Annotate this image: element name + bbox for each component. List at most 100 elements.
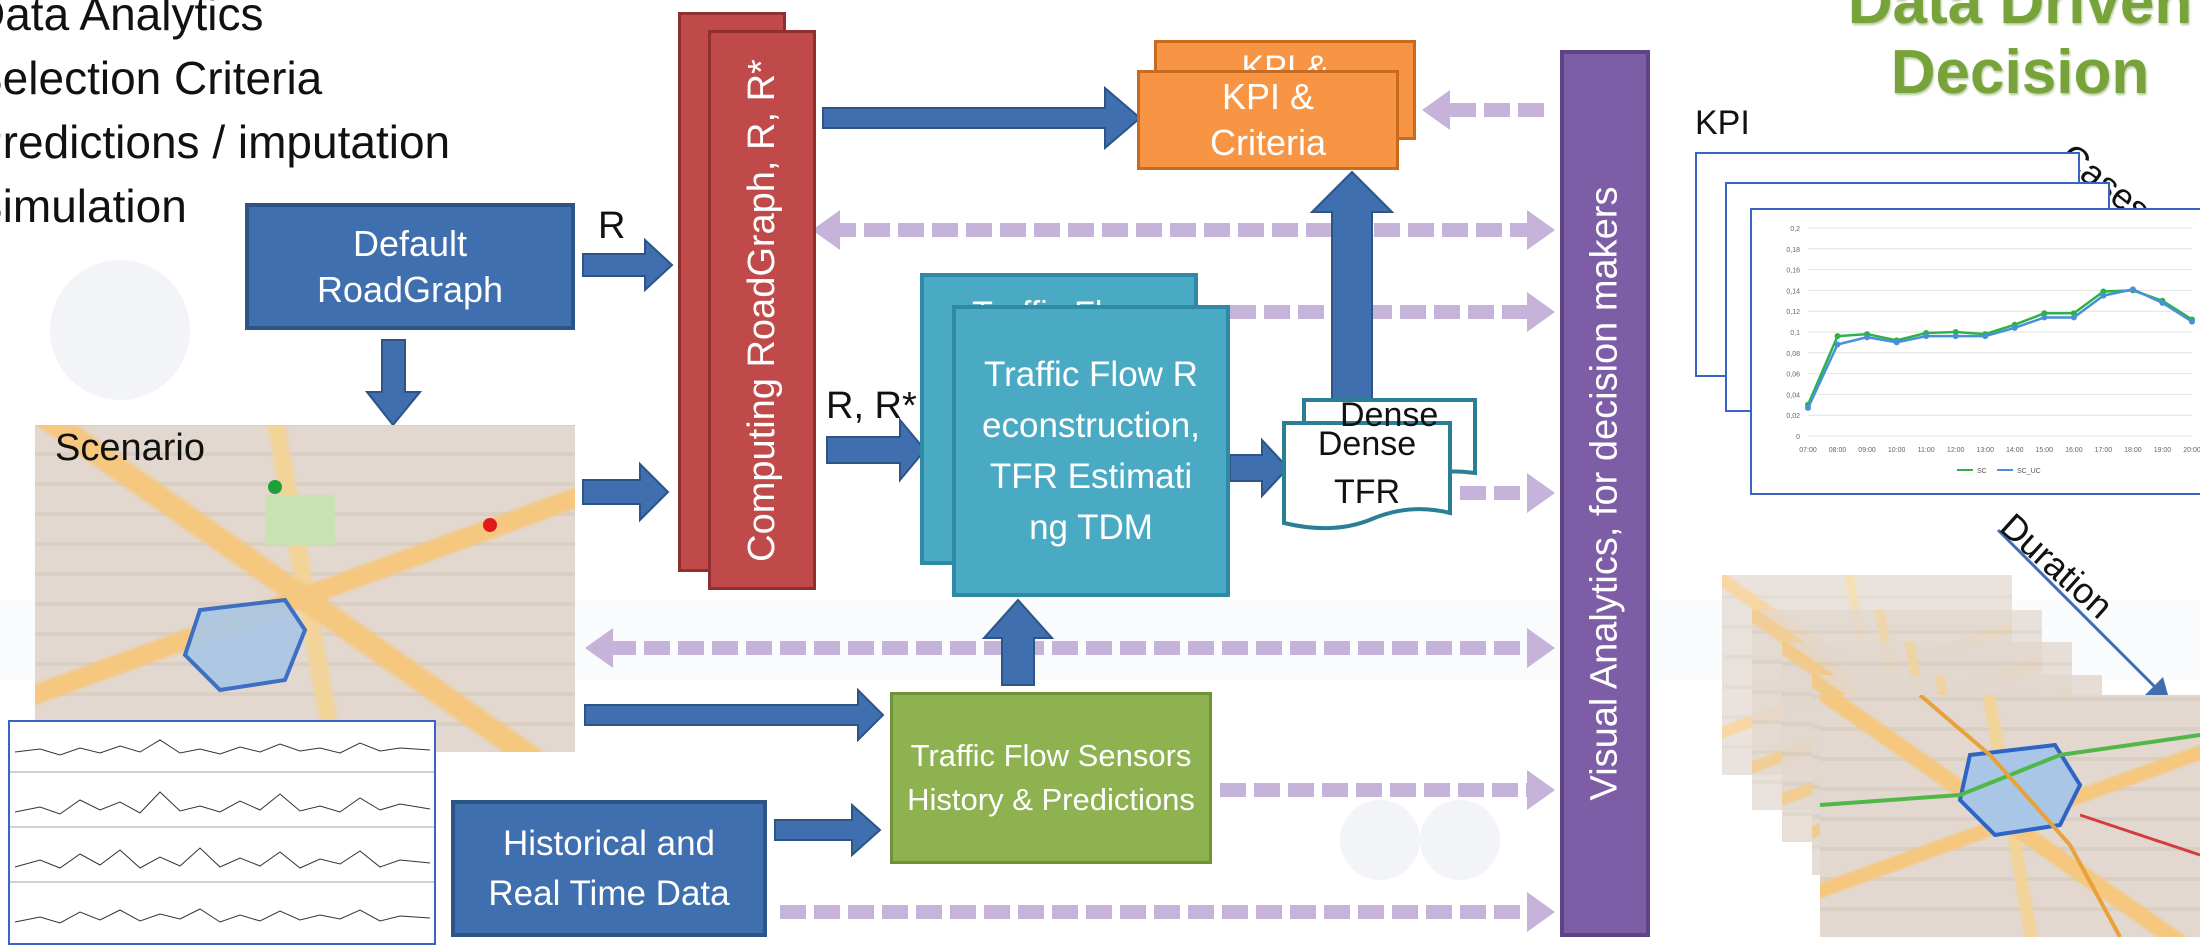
kpi-label: KPI [1695, 104, 1750, 142]
tfr-label: Traffic Flow Reconstruction, TFR Estimat… [982, 355, 1200, 547]
bullet-list: Data Analytics Selection Criteria Predic… [0, 0, 450, 238]
chart-point [2100, 288, 2107, 295]
chart-ytick-label: 0,02 [1786, 413, 1800, 420]
bullet-item: Data Analytics [0, 0, 264, 40]
chart-point [1805, 404, 1811, 411]
default-roadgraph-label: Default RoadGraph [316, 222, 504, 310]
chart-legend-label: SC_UC [2017, 468, 2041, 475]
chart-ytick-label: 0,08 [1786, 351, 1800, 358]
historical-box: Historical and Real Time Data [451, 800, 767, 937]
chart-point [2100, 292, 2107, 299]
scenario-label: Scenario [55, 427, 205, 469]
chart-point [2070, 314, 2077, 321]
bullet-item: Selection Criteria [0, 52, 323, 104]
chart-series-line [1806, 289, 2193, 406]
arrow-dense [1229, 437, 1290, 499]
chart-point [2129, 286, 2136, 293]
duration-map-main [1820, 695, 2200, 937]
chart-point [1893, 339, 1900, 346]
chart-xtick-label: 14:00 [2006, 447, 2024, 454]
dense-back-label: Dense [1340, 396, 1439, 434]
chart-ytick-label: 0,12 [1786, 309, 1800, 316]
arrow-sensors [584, 687, 885, 743]
arrow-r-rstar [826, 417, 927, 483]
chart-point [2041, 310, 2048, 317]
chart-xtick-label: 12:00 [1947, 447, 1965, 454]
duration-map-overlay [1820, 695, 2200, 937]
chart-legend-label: SC [1977, 468, 1987, 475]
chart-point [1952, 333, 1959, 340]
visual-analytics-label: Visual Analytics, for decision makers [1583, 186, 1626, 801]
dashed-arrowhead [585, 628, 613, 668]
arrow-down [364, 339, 423, 427]
chart-point [1834, 341, 1841, 348]
chart-xtick-label: 15:00 [2036, 447, 2054, 454]
chart-xtick-label: 19:00 [2154, 447, 2172, 454]
timeseries-sparklines [10, 739, 434, 924]
dashed-arrowhead [812, 210, 840, 250]
visual-analytics-box: Visual Analytics, for decision makers [1560, 50, 1650, 937]
kpi-chart-svg: 0,2 0,18 0,16 0,14 0,12 0,1 0,08 0,06 0,04 0,02 0 0… [1786, 226, 2200, 475]
dashed-arrowhead [1527, 628, 1555, 668]
scenario-map: Scenario [35, 425, 575, 752]
computing-roadgraph-box: Computing RoadGraph, R, R* [708, 30, 816, 590]
historical-label: Historical and Real Time Data [488, 823, 730, 913]
right-title-line2: Decision [1890, 38, 2150, 107]
chart-point [1923, 333, 1930, 340]
chart-xtick-label: 10:00 [1888, 447, 1906, 454]
chart-series-line [1806, 288, 2193, 409]
chart-xtick-label: 08:00 [1829, 447, 1847, 454]
bullet-item: Predictions / imputation [0, 116, 451, 168]
arrow-up-tfr [981, 598, 1055, 686]
scenario-map-overlay [182, 480, 497, 693]
chart-xtick-label: 16:00 [2065, 447, 2083, 454]
arrow-historical [774, 802, 882, 858]
default-roadgraph-box: Default RoadGraph [245, 203, 575, 330]
label-r-rstar: R, R* [826, 385, 917, 427]
chart-xtick-label: 17:00 [2095, 447, 2113, 454]
chart-xtick-label: 13:00 [1976, 447, 1994, 454]
arrow-up-kpi [1309, 170, 1395, 401]
chart-ytick-label: 0 [1796, 434, 1800, 441]
chart-xtick-label: 09:00 [1858, 447, 1876, 454]
chart-ytick-label: 0,06 [1786, 372, 1800, 379]
dense-tfr-label: Dense TFR [1317, 425, 1417, 511]
chart-ytick-label: 0,1 [1790, 330, 1800, 337]
chart-xtick-label: 18:00 [2124, 447, 2142, 454]
chart-point [2159, 299, 2166, 306]
chart-xtick-label: 20:00 [2183, 447, 2200, 454]
kpi-criteria-box: KPI & Criteria [1137, 70, 1399, 170]
chart-point [1982, 333, 1989, 340]
chart-xtick-label: 07:00 [1799, 447, 1817, 454]
sensors-box: Traffic Flow Sensors History & Predictio… [890, 692, 1212, 864]
computing-roadgraph-label: Computing RoadGraph, R, R* [740, 58, 783, 562]
right-title: Data Driven Decision [1820, 0, 2200, 108]
chart-xtick-label: 11:00 [1918, 447, 1935, 454]
sensors-label: Traffic Flow Sensors History & Predictio… [907, 738, 1195, 817]
chart-ytick-label: 0,16 [1786, 268, 1800, 275]
arrow-r [582, 237, 674, 293]
chart-point [1834, 333, 1841, 340]
dashed-arrowhead [1527, 210, 1555, 250]
arrow-kpi [822, 85, 1142, 151]
duration-arrow [1996, 528, 2162, 694]
bullet-item: Simulation [0, 180, 187, 232]
chart-ytick-label: 0,18 [1786, 247, 1800, 254]
chart-point [1864, 334, 1871, 341]
chart-point [1952, 329, 1959, 335]
chart-point [2011, 324, 2018, 331]
timeseries-panel [8, 720, 436, 945]
chart-ytick-label: 0,04 [1786, 392, 1800, 399]
arrow-scenario [582, 461, 670, 523]
dense-tfr-docs [1282, 398, 1477, 531]
chart-point [2189, 318, 2195, 325]
kpi-chart: 0,2 0,18 0,16 0,14 0,12 0,1 0,08 0,06 0,04 0,02 0 0… [1750, 208, 2200, 495]
chart-point [2041, 314, 2048, 321]
kpi-criteria-label: KPI & Criteria [1209, 76, 1326, 163]
dense-front-doc [1282, 421, 1452, 531]
chart-ytick-label: 0,14 [1786, 288, 1800, 295]
label-r: R [598, 205, 626, 247]
chart-ytick-label: 0,2 [1790, 226, 1800, 233]
